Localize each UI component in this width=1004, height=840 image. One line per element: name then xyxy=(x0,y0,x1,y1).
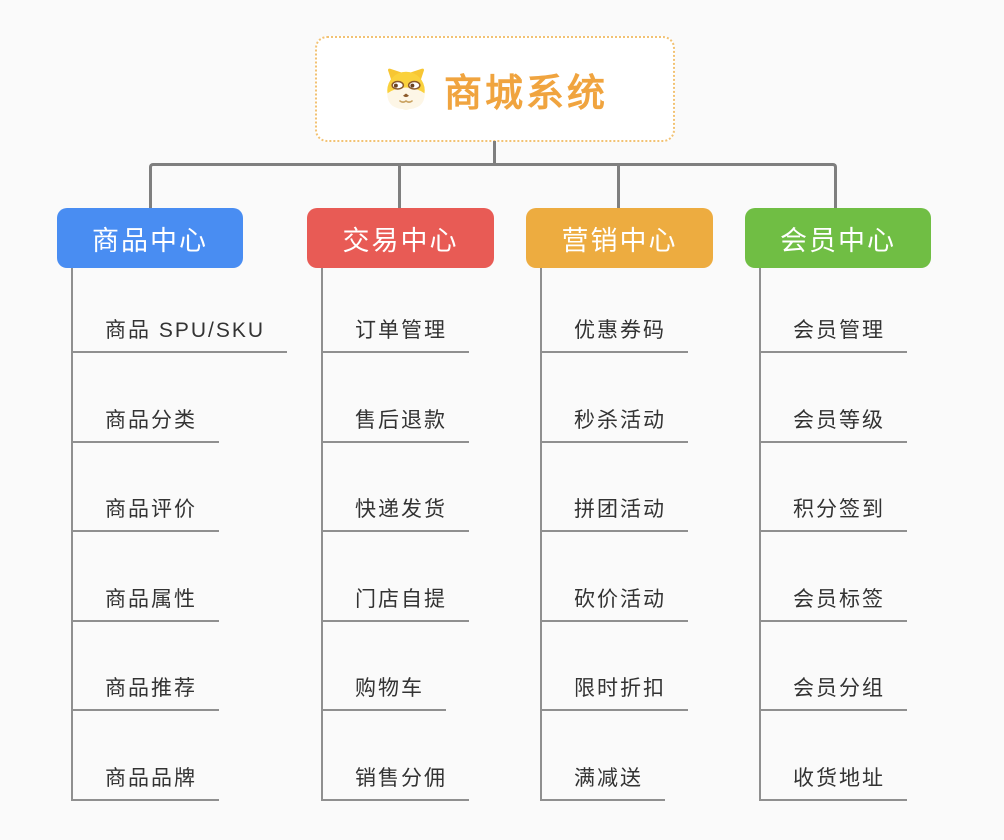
topic-product-recommend[interactable]: 商品推荐 xyxy=(71,672,219,711)
topic-column-trade: 订单管理 售后退款 快递发货 门店自提 购物车 销售分佣 xyxy=(321,268,469,801)
topic-bargain-activity[interactable]: 砍价活动 xyxy=(540,583,688,622)
branch-label: 营销中心 xyxy=(561,225,678,256)
topic-sales-commission[interactable]: 销售分佣 xyxy=(321,762,469,801)
list-item: 商品分类 xyxy=(71,353,287,443)
connector-drop-branch2 xyxy=(398,165,401,208)
topic-store-pickup[interactable]: 门店自提 xyxy=(321,583,469,622)
branch-node-trade-center[interactable]: 交易中心 xyxy=(307,208,494,268)
topic-express-delivery[interactable]: 快递发货 xyxy=(321,493,469,532)
list-item: 会员管理 xyxy=(759,268,907,353)
topic-points-checkin[interactable]: 积分签到 xyxy=(759,493,907,532)
topic-member-group[interactable]: 会员分组 xyxy=(759,672,907,711)
list-item: 会员标签 xyxy=(759,532,907,622)
root-title: 商城系统 xyxy=(443,72,608,115)
branch-node-member-center[interactable]: 会员中心 xyxy=(745,208,931,268)
topic-shipping-address[interactable]: 收货地址 xyxy=(759,762,907,801)
list-item: 商品品牌 xyxy=(71,711,287,801)
list-item: 秒杀活动 xyxy=(540,353,688,443)
list-item: 订单管理 xyxy=(321,268,469,353)
connector-rail xyxy=(149,163,837,208)
list-item: 商品评价 xyxy=(71,443,287,532)
topic-column-member: 会员管理 会员等级 积分签到 会员标签 会员分组 收货地址 xyxy=(759,268,907,801)
topic-column-marketing: 优惠券码 秒杀活动 拼团活动 砍价活动 限时折扣 满减送 xyxy=(540,268,688,801)
topic-group-buy[interactable]: 拼团活动 xyxy=(540,493,688,532)
branch-label: 会员中心 xyxy=(780,225,896,256)
list-item: 售后退款 xyxy=(321,353,469,443)
branch-label: 商品中心 xyxy=(92,225,208,256)
list-item: 商品 SPU/SKU xyxy=(71,268,288,353)
topic-product-review[interactable]: 商品评价 xyxy=(71,493,219,532)
list-item: 销售分佣 xyxy=(321,711,469,801)
topic-member-management[interactable]: 会员管理 xyxy=(759,314,907,353)
topic-order-management[interactable]: 订单管理 xyxy=(321,314,469,353)
list-item: 限时折扣 xyxy=(540,622,688,711)
topic-member-tag[interactable]: 会员标签 xyxy=(759,583,907,622)
topic-column-product: 商品 SPU/SKU 商品分类 商品评价 商品属性 商品推荐 商品品牌 xyxy=(71,268,288,801)
list-item: 满减送 xyxy=(540,711,688,801)
topic-limited-time-discount[interactable]: 限时折扣 xyxy=(540,672,688,711)
list-item: 快递发货 xyxy=(321,443,469,532)
branch-label: 交易中心 xyxy=(342,225,459,256)
topic-product-category[interactable]: 商品分类 xyxy=(71,404,219,443)
topic-product-attribute[interactable]: 商品属性 xyxy=(71,583,219,622)
list-item: 砍价活动 xyxy=(540,532,688,622)
branch-node-product-center[interactable]: 商品中心 xyxy=(57,208,243,268)
topic-aftersale-refund[interactable]: 售后退款 xyxy=(321,404,469,443)
topic-flash-sale[interactable]: 秒杀活动 xyxy=(540,404,688,443)
list-item: 收货地址 xyxy=(759,711,907,801)
list-item: 商品推荐 xyxy=(71,622,287,711)
topic-product-spu-sku[interactable]: 商品 SPU/SKU xyxy=(71,314,288,353)
topic-member-level[interactable]: 会员等级 xyxy=(759,404,907,443)
dog-face-icon xyxy=(382,65,430,113)
list-item: 商品属性 xyxy=(71,532,287,622)
root-node[interactable]: 商城系统 xyxy=(315,36,675,142)
list-item: 会员分组 xyxy=(759,622,907,711)
topic-coupon-code[interactable]: 优惠券码 xyxy=(540,314,688,353)
list-item: 拼团活动 xyxy=(540,443,688,532)
connector-drop-branch3 xyxy=(617,165,620,208)
branch-node-marketing-center[interactable]: 营销中心 xyxy=(526,208,713,268)
list-item: 会员等级 xyxy=(759,353,907,443)
topic-shopping-cart[interactable]: 购物车 xyxy=(321,672,446,711)
connector-root-stem xyxy=(493,141,496,166)
list-item: 门店自提 xyxy=(321,532,469,622)
list-item: 购物车 xyxy=(321,622,469,711)
list-item: 优惠券码 xyxy=(540,268,688,353)
topic-product-brand[interactable]: 商品品牌 xyxy=(71,762,219,801)
topic-spend-discount[interactable]: 满减送 xyxy=(540,762,665,801)
list-item: 积分签到 xyxy=(759,443,907,532)
